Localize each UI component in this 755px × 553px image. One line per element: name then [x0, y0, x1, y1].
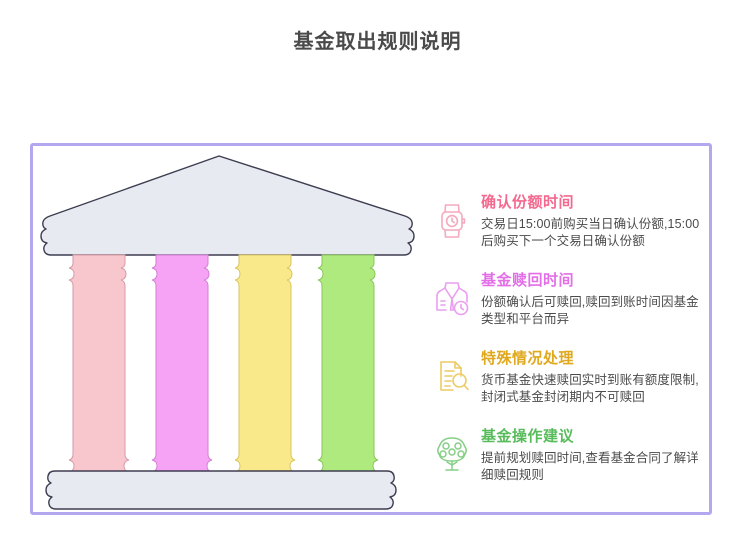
info-body: 交易日15:00前购买当日确认份额,15:00后购买下一个交易日确认份额	[481, 217, 700, 248]
temple-roof	[40, 155, 415, 256]
info-item-advice: 基金操作建议 提前规划赎回时间,查看基金合同了解详细赎回规则	[431, 425, 709, 487]
document-magnifier-icon	[431, 355, 473, 397]
temple-pillar-3	[234, 254, 296, 485]
info-heading: 特殊情况处理	[481, 350, 575, 367]
info-heading: 基金赎回时间	[481, 272, 575, 289]
temple-base	[45, 470, 397, 510]
info-text-block: 确认份额时间 交易日15:00前购买当日确认份额,15:00后购买下一个交易日确…	[481, 191, 709, 250]
temple-pillar-1	[68, 254, 130, 485]
temple-pillar-4	[317, 254, 379, 485]
info-text-block: 基金赎回时间 份额确认后可赎回,赎回到账时间因基金类型和平台而异	[481, 269, 709, 328]
suit-clock-icon	[431, 277, 473, 319]
watch-icon	[431, 199, 473, 241]
info-item-confirm-time: 确认份额时间 交易日15:00前购买当日确认份额,15:00后购买下一个交易日确…	[431, 191, 709, 253]
content-card: 确认份额时间 交易日15:00前购买当日确认份额,15:00后购买下一个交易日确…	[30, 143, 712, 515]
info-body: 货币基金快速赎回实时到账有额度限制,封闭式基金封闭期内不可赎回	[481, 373, 699, 404]
greek-temple-illustration	[33, 146, 433, 512]
info-item-special-case: 特殊情况处理 货币基金快速赎回实时到账有额度限制,封闭式基金封闭期内不可赎回	[431, 347, 709, 409]
temple-pillar-2	[151, 254, 213, 485]
info-item-redeem-time: 基金赎回时间 份额确认后可赎回,赎回到账时间因基金类型和平台而异	[431, 269, 709, 331]
info-body: 提前规划赎回时间,查看基金合同了解详细赎回规则	[481, 451, 699, 482]
info-body: 份额确认后可赎回,赎回到账时间因基金类型和平台而异	[481, 295, 699, 326]
info-list: 确认份额时间 交易日15:00前购买当日确认份额,15:00后购买下一个交易日确…	[431, 191, 709, 503]
money-tree-icon	[431, 433, 473, 475]
info-text-block: 特殊情况处理 货币基金快速赎回实时到账有额度限制,封闭式基金封闭期内不可赎回	[481, 347, 709, 406]
info-text-block: 基金操作建议 提前规划赎回时间,查看基金合同了解详细赎回规则	[481, 425, 709, 484]
info-heading: 确认份额时间	[481, 194, 575, 211]
info-heading: 基金操作建议	[481, 428, 575, 445]
page-title: 基金取出规则说明	[293, 31, 462, 53]
